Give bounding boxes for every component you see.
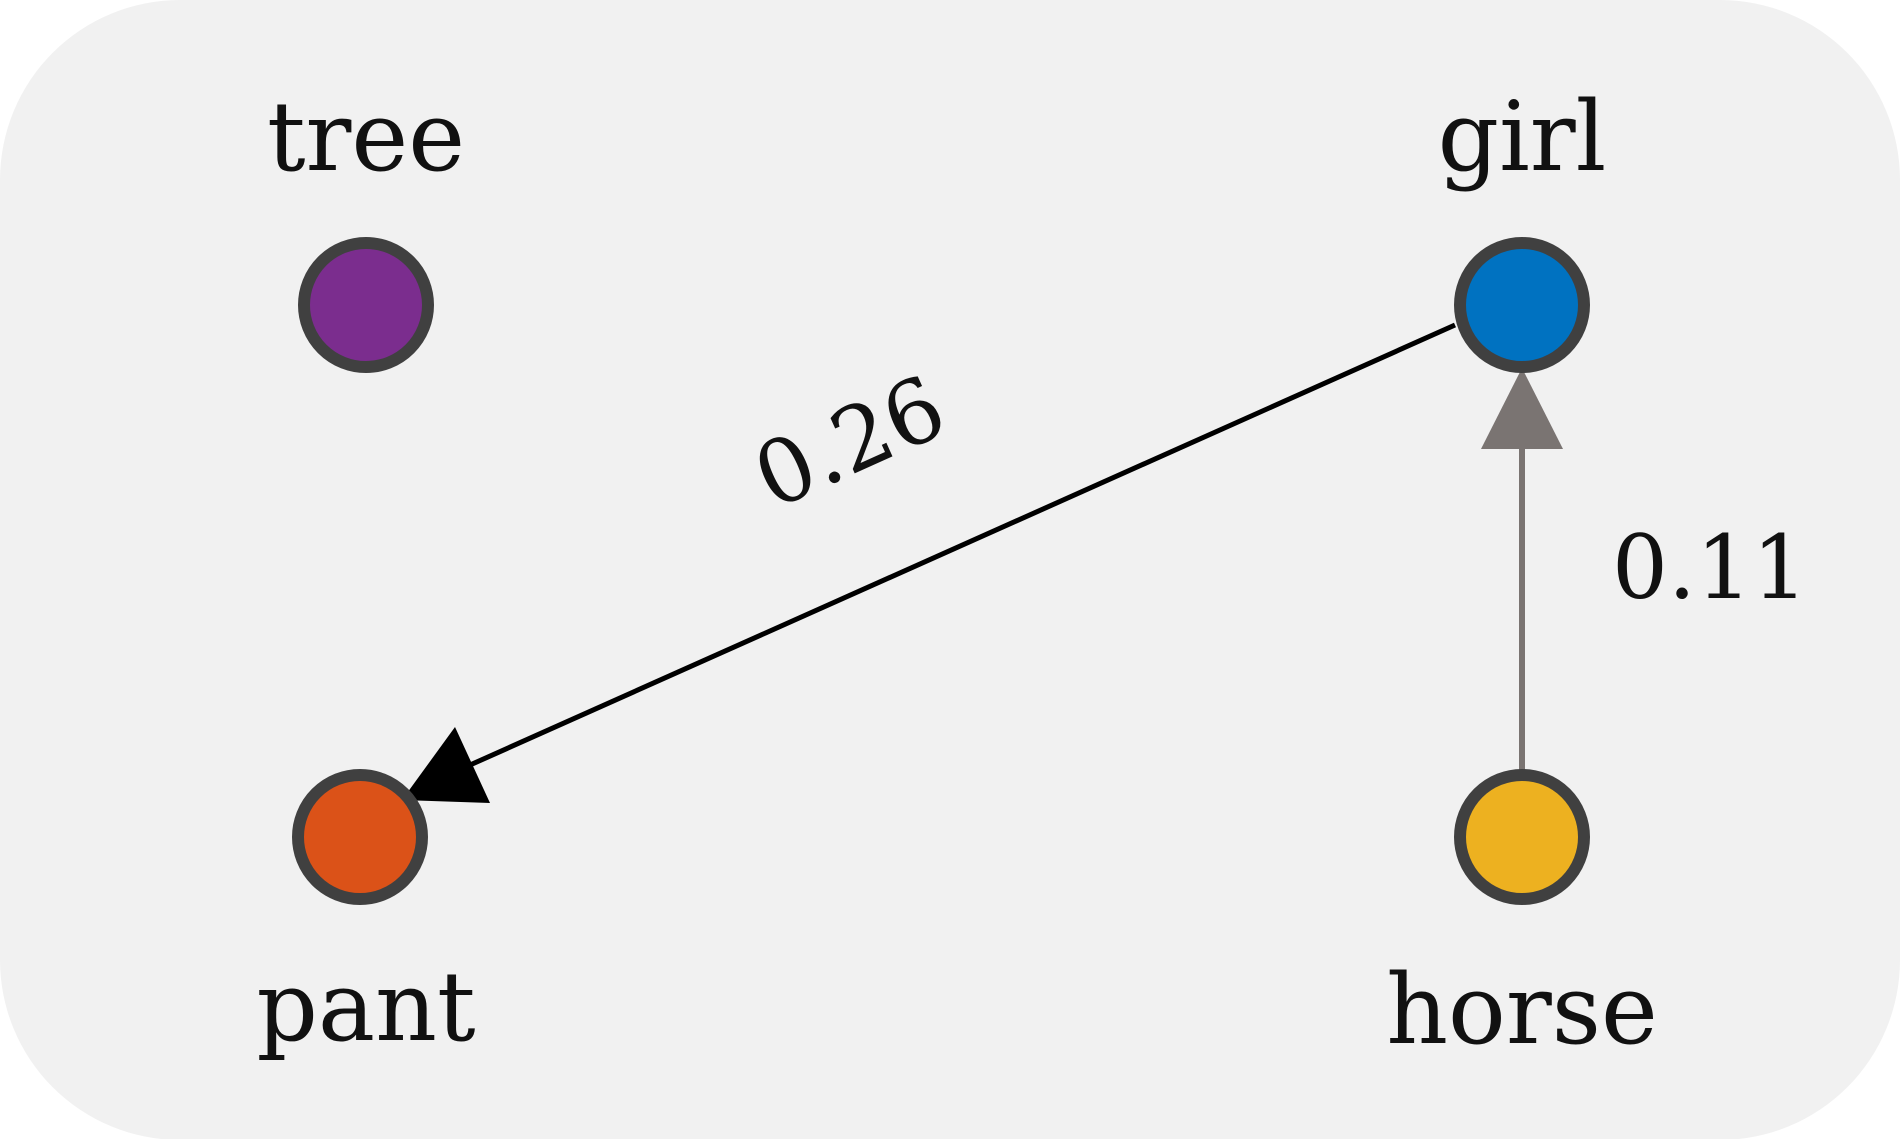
node-circle: [1454, 237, 1590, 373]
edge-horse-to-girl: 0.11: [1481, 368, 1808, 773]
node-horse: horse: [1386, 769, 1658, 1066]
node-girl: girl: [1438, 81, 1607, 373]
node-label: girl: [1438, 81, 1607, 193]
node-tree: tree: [267, 81, 465, 373]
edge-line: [468, 322, 1457, 768]
node-circle: [298, 237, 434, 373]
node-circle: [1454, 769, 1590, 905]
node-label: pant: [256, 951, 475, 1063]
arrowhead: [402, 727, 490, 803]
node-label: tree: [267, 81, 465, 193]
arrowhead: [1481, 368, 1563, 449]
node-pant: pant: [256, 769, 476, 1063]
edge-weight-label: 0.11: [1612, 516, 1808, 619]
node-label: horse: [1386, 954, 1658, 1066]
node-circle: [292, 769, 428, 905]
